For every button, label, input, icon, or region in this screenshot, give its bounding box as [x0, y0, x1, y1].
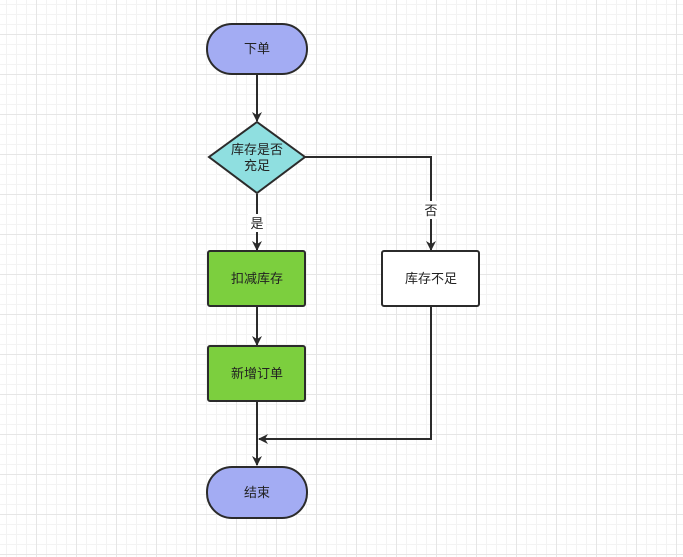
node-start[interactable]: 下单: [206, 23, 308, 75]
node-check-shape: [207, 120, 307, 195]
edge-yes-label: 是: [250, 217, 263, 232]
node-start-shape: [206, 23, 308, 75]
node-insufficient-label: 库存不足: [405, 271, 457, 287]
node-insufficient-shape: [381, 250, 480, 307]
node-deduct-shape: [207, 250, 306, 307]
node-check-label-line1: 库存是否: [231, 142, 283, 158]
node-deduct[interactable]: 扣减库存: [207, 250, 306, 307]
node-check-label-line2: 充足: [244, 158, 270, 174]
node-end[interactable]: 结束: [206, 466, 308, 519]
edge-no-label-bg: [422, 201, 440, 219]
edge-yes-label-bg: [248, 214, 266, 232]
edge-check-to-insufficient: [305, 156, 436, 251]
node-end-label: 结束: [244, 486, 270, 501]
node-end-shape: [206, 466, 308, 519]
edge-no-label: 否: [424, 204, 437, 219]
node-check[interactable]: 库存是否 充足: [207, 120, 307, 195]
node-create-shape: [207, 345, 306, 402]
node-create[interactable]: 新增订单: [207, 345, 306, 402]
node-start-label: 下单: [244, 42, 270, 57]
node-insufficient[interactable]: 库存不足: [381, 250, 480, 307]
edge-insufficient-to-merge: [258, 306, 432, 444]
node-create-label: 新增订单: [231, 366, 283, 382]
node-deduct-label: 扣减库存: [231, 271, 283, 287]
